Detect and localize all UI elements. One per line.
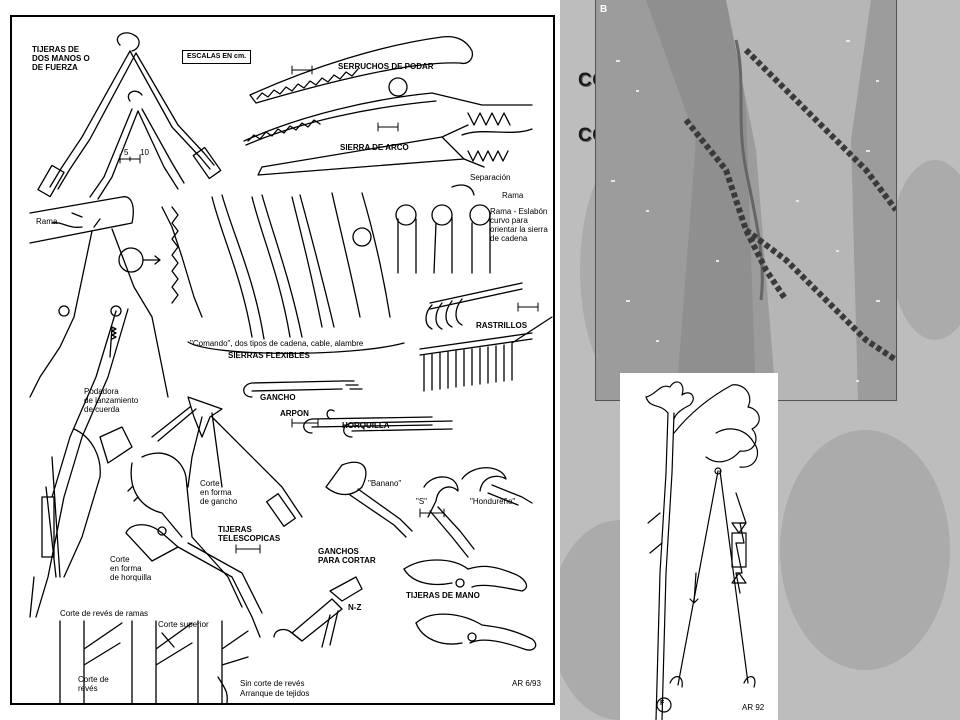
backcut-trunks-drawing xyxy=(59,620,249,703)
label-sierras-flexibles: SIERRAS FLEXIBLES xyxy=(228,351,310,360)
label-podadora: Podadora de lanzamiento de cuerda xyxy=(84,387,139,414)
figure-signature: AR 92 xyxy=(742,703,765,712)
label-sierra-arco: SIERRA DE ARCO xyxy=(340,143,409,152)
tools-diagram-sheet: TIJERAS DE DOS MANOS O DE FUERZA ESCALAS… xyxy=(10,15,555,705)
nz-hook-drawing xyxy=(273,576,363,648)
label-separacion: Separación xyxy=(470,173,511,182)
hand-pruners-drawing xyxy=(403,559,537,651)
label-rama-left: Rama xyxy=(36,217,58,226)
label-nz: N-Z xyxy=(348,603,362,612)
label-rastrillos: RASTRILLOS xyxy=(476,321,528,330)
label-tijeras-dos-manos: TIJERAS DE DOS MANOS O DE FUERZA xyxy=(32,45,90,72)
label-arranque: Arranque de tejidos xyxy=(240,689,310,698)
label-rama-right: Rama xyxy=(502,191,524,200)
label-sin-corte: Sin corte de revés xyxy=(240,679,305,688)
scale-label-10: 10 xyxy=(140,148,149,157)
chain-loops-drawing xyxy=(395,184,491,274)
rakes-drawing xyxy=(419,282,553,392)
pruning-saw-drawing xyxy=(243,35,533,176)
figure-label: F xyxy=(660,700,665,707)
label-signature: AR 6/93 xyxy=(512,679,541,688)
label-corte-reves-ramas: Corte de revés de ramas xyxy=(60,609,149,618)
label-serruchos: SERRUCHOS DE PODAR xyxy=(338,62,434,71)
label-horquilla: HORQUILLA xyxy=(342,421,390,430)
label-corte-gancho: Corte en forma de gancho xyxy=(200,479,238,506)
label-escalas: ESCALAS EN cm. xyxy=(182,50,252,64)
cutting-hooks-drawing xyxy=(325,461,533,558)
label-corte-reves: Corte de revés xyxy=(78,675,109,693)
scale-bars xyxy=(119,65,539,554)
telescopic-pruners-drawing xyxy=(125,396,303,638)
branch-chain-drawing xyxy=(29,196,203,398)
rope-pruner-drawing xyxy=(29,308,133,618)
flexible-saws-drawing xyxy=(187,192,405,355)
photo-chain-saw-trunk: B xyxy=(596,0,896,400)
photo-label: B xyxy=(600,4,608,15)
label-arpon: ARPON xyxy=(280,409,309,418)
label-corte-horquilla: Corte en forma de horquilla xyxy=(110,555,152,582)
label-tijeras-telescopicas: TIJERAS TELESCOPICAS xyxy=(218,525,281,543)
label-banano: "Banano" xyxy=(368,479,402,488)
scale-label-5: 5 xyxy=(124,148,129,157)
hooks-drawing xyxy=(243,380,453,438)
figure-tree-chain-saw: F AR 92 xyxy=(620,373,778,720)
label-rama-eslabon: Rama - Eslabón curvo para orientar la si… xyxy=(490,207,548,243)
label-gancho: GANCHO xyxy=(260,393,296,402)
label-comando: "Comando", dos tipos de cadena, cable, a… xyxy=(190,339,364,348)
label-corte-superior: Corte superior xyxy=(158,620,209,629)
loppers-drawing xyxy=(37,32,222,200)
label-ganchos-cortar: GANCHOS PARA CORTAR xyxy=(318,547,376,565)
label-hondureno: "Hondureño" xyxy=(470,497,516,506)
label-tijeras-mano: TIJERAS DE MANO xyxy=(406,591,480,600)
label-s-hook: "S" xyxy=(416,497,428,506)
